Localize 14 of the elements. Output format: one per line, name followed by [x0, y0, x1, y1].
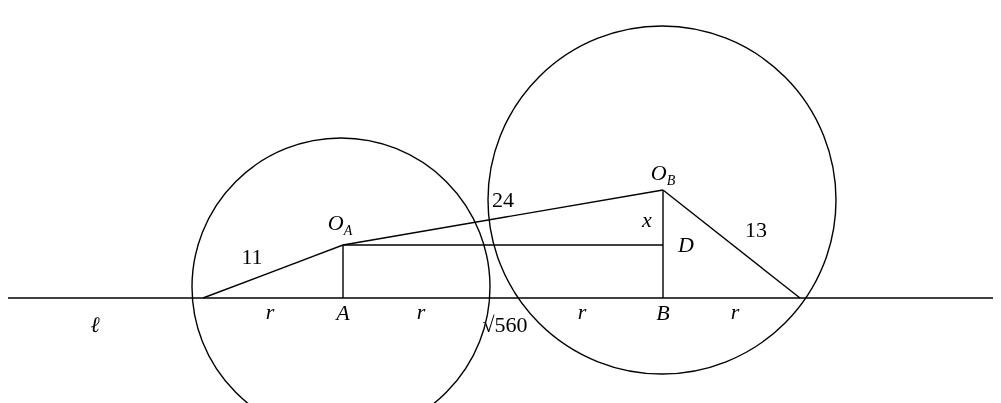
length-label: r [577, 301, 587, 323]
length-label: 13 [745, 219, 767, 241]
line-label: ℓ [90, 314, 100, 336]
point-label: D [678, 234, 694, 256]
point-label: O$_{A}$ [327, 211, 353, 239]
length-label: r [730, 301, 740, 323]
point-label: B [656, 302, 670, 324]
length-label: r [416, 301, 426, 323]
length-label: 11 [241, 246, 263, 268]
point-label: A [336, 302, 350, 324]
length-label: r [265, 301, 275, 323]
length-label: x [642, 209, 652, 231]
length-label: 24 [492, 189, 514, 211]
point-label: O$_{B}$ [650, 161, 676, 189]
